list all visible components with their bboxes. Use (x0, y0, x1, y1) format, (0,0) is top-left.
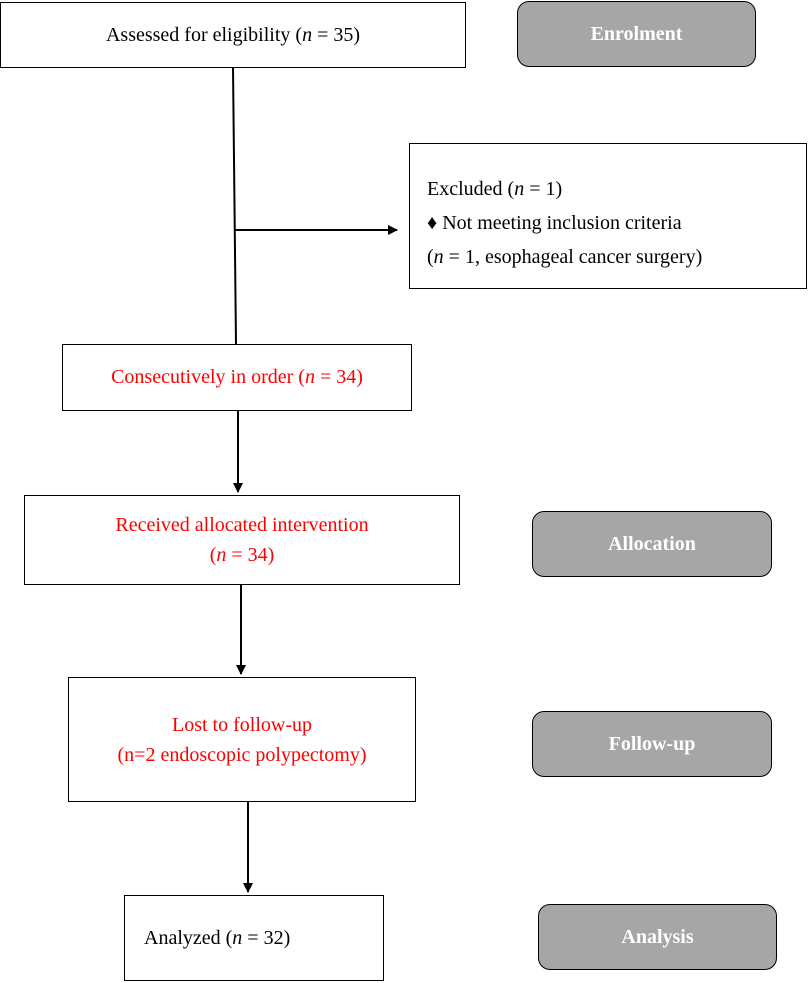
stage-allocation-label: Allocation (608, 532, 696, 555)
received-count: (n = 34) (209, 544, 275, 566)
lost-box: Lost to follow-up (n=2 endoscopic polype… (68, 677, 416, 802)
excluded-box: Excluded (n = 1) ♦ Not meeting inclusion… (409, 143, 807, 289)
connector-assessed-to-consecutive (232, 66, 237, 345)
analyzed-text: Analyzed (n = 32) (144, 926, 291, 949)
stage-enrolment-label: Enrolment (590, 22, 683, 45)
stage-followup-label: Follow-up (608, 732, 696, 755)
consecutive-text: Consecutively in order (n = 34) (111, 366, 363, 388)
excluded-detail: (n = 1, esophageal cancer surgery) (427, 246, 703, 268)
stage-enrolment: Enrolment (517, 1, 756, 67)
stage-followup: Follow-up (532, 711, 772, 777)
assessed-box: Assessed for eligibility (n = 35) (0, 2, 466, 68)
stage-allocation: Allocation (532, 511, 772, 577)
assessed-text: Assessed for eligibility (n = 35) (105, 23, 361, 46)
excluded-count: Excluded (n = 1) (427, 178, 563, 200)
received-box: Received allocated intervention (n = 34) (24, 495, 460, 585)
consecutive-box: Consecutively in order (n = 34) (62, 344, 412, 411)
received-title: Received allocated intervention (115, 514, 369, 536)
stage-analysis-label: Analysis (621, 925, 694, 948)
analyzed-box: Analyzed (n = 32) (124, 895, 384, 981)
lost-title: Lost to follow-up (172, 713, 312, 736)
lost-detail: (n=2 endoscopic polypectomy) (117, 743, 367, 766)
excluded-reason: ♦ Not meeting inclusion criteria (427, 212, 682, 234)
stage-analysis: Analysis (538, 904, 777, 970)
